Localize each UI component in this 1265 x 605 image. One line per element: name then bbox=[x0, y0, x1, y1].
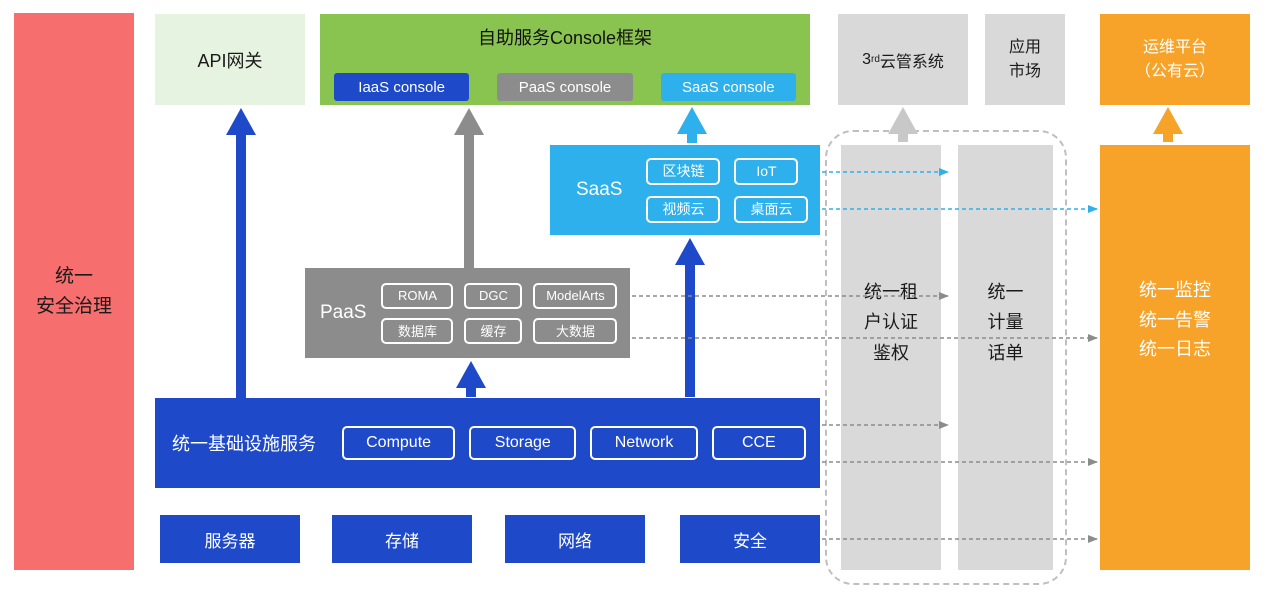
infrastructure-label: 统一基础设施服务 bbox=[172, 434, 316, 454]
infra-item-cce: CCE bbox=[711, 426, 806, 460]
third-party-cloud-num: 3 bbox=[862, 50, 871, 68]
metering-bar: 统一 计量 话单 bbox=[958, 145, 1053, 570]
api-gateway-box: API网关 bbox=[155, 14, 305, 105]
infra-item-compute: Compute bbox=[342, 426, 456, 460]
shared-services-container bbox=[825, 130, 1067, 585]
paas-item-dgc: DGC bbox=[464, 282, 523, 309]
console-framework-title: 自助服务Console框架 bbox=[477, 28, 653, 48]
app-market-box: 应用 市场 bbox=[985, 14, 1065, 105]
infrastructure-box: 统一基础设施服务 Compute Storage Network CCE bbox=[155, 398, 820, 488]
saas-console-chip: SaaS console bbox=[660, 73, 796, 101]
paas-item-modelarts: ModelArts bbox=[533, 282, 618, 309]
third-party-cloud-text: 云管系统 bbox=[879, 53, 944, 71]
saas-item-desktop-cloud: 桌面云 bbox=[734, 195, 809, 223]
saas-items-grid: 区块链 IoT 视频云 桌面云 bbox=[646, 157, 809, 223]
console-chip-row: IaaS console PaaS console SaaS console bbox=[334, 73, 796, 101]
hardware-security-box: 安全 bbox=[680, 515, 820, 563]
third-party-cloud-sup: rd bbox=[870, 54, 880, 65]
paas-label: PaaS bbox=[320, 302, 367, 323]
saas-box: SaaS 区块链 IoT 视频云 桌面云 bbox=[550, 145, 820, 235]
saas-item-video-cloud: 视频云 bbox=[646, 195, 721, 223]
paas-item-roma: ROMA bbox=[381, 282, 454, 309]
monitoring-bar: 统一监控 统一告警 统一日志 bbox=[1100, 145, 1250, 570]
tenant-auth-bar: 统一租 户认证 鉴权 bbox=[841, 145, 941, 570]
hardware-network-box: 网络 bbox=[505, 515, 645, 563]
saas-label: SaaS bbox=[576, 179, 623, 200]
security-governance-bar: 统一 安全治理 bbox=[14, 13, 134, 570]
saas-item-iot: IoT bbox=[734, 157, 799, 185]
paas-item-bigdata: 大数据 bbox=[533, 317, 618, 344]
paas-items-grid: ROMA DGC ModelArts 数据库 缓存 大数据 bbox=[381, 282, 618, 344]
saas-item-blockchain: 区块链 bbox=[646, 157, 721, 185]
ops-platform-box: 运维平台 （公有云） bbox=[1100, 14, 1250, 105]
iaas-console-chip: IaaS console bbox=[334, 73, 470, 101]
infra-item-storage: Storage bbox=[469, 426, 577, 460]
infra-item-network: Network bbox=[590, 426, 698, 460]
console-framework-box: 自助服务Console框架 IaaS console PaaS console … bbox=[320, 14, 810, 105]
paas-item-database: 数据库 bbox=[381, 317, 454, 344]
hardware-server-box: 服务器 bbox=[160, 515, 300, 563]
paas-box: PaaS ROMA DGC ModelArts 数据库 缓存 大数据 bbox=[305, 268, 630, 358]
hardware-storage-box: 存储 bbox=[332, 515, 472, 563]
paas-console-chip: PaaS console bbox=[497, 73, 633, 101]
paas-item-cache: 缓存 bbox=[464, 317, 523, 344]
